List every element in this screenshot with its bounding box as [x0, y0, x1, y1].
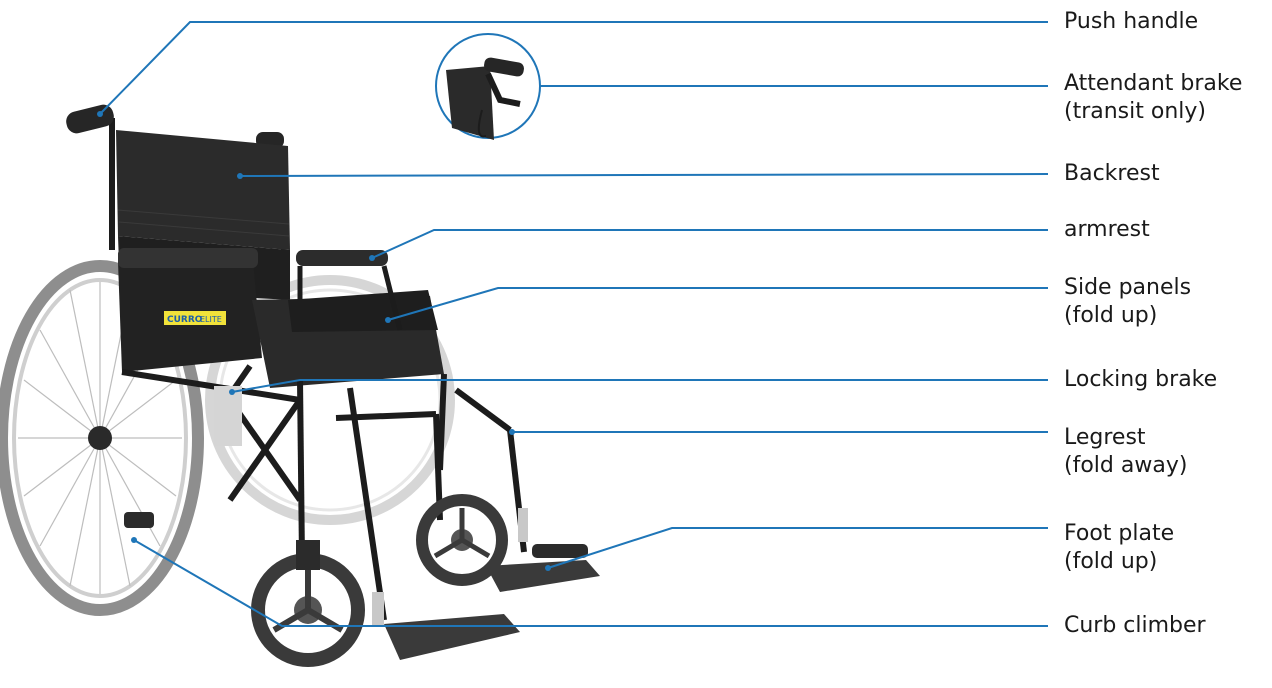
label-locking-brake-line1: Locking brake: [1064, 366, 1217, 394]
label-side-panels-line2: (fold up): [1064, 302, 1191, 330]
badge-brand: CURRO: [167, 315, 203, 325]
near-side-panel: CURRO ELITE: [118, 248, 262, 372]
wheelchair-illustration: CURRO ELITE: [2, 34, 600, 660]
badge-model: ELITE: [200, 315, 222, 324]
label-backrest-line1: Backrest: [1064, 160, 1160, 188]
leader-foot-plate: [548, 528, 1048, 568]
legrest-extension-far: [518, 508, 528, 542]
label-side-panels-line1: Side panels: [1064, 274, 1191, 302]
leader-backrest-dot: [237, 173, 243, 179]
label-locking-brake: Locking brake: [1064, 366, 1217, 394]
label-foot-plate-line1: Foot plate: [1064, 520, 1174, 548]
label-side-panels: Side panels (fold up): [1064, 274, 1191, 330]
leader-curb-climber-dot: [131, 537, 137, 543]
locking-brake-shape: [214, 366, 250, 446]
curb-climber-shape: [124, 512, 154, 528]
leader-locking-brake: [232, 380, 1048, 392]
leader-armrest-dot: [369, 255, 375, 261]
front-caster-near: [258, 540, 358, 660]
label-legrest: Legrest (fold away): [1064, 424, 1187, 480]
label-attendant-brake-line2: (transit only): [1064, 98, 1242, 126]
label-curb-climber: Curb climber: [1064, 612, 1206, 640]
legrest-extension: [372, 592, 384, 626]
label-foot-plate-line2: (fold up): [1064, 548, 1174, 576]
label-armrest: armrest: [1064, 216, 1150, 244]
leader-side-panels-dot: [385, 317, 391, 323]
label-armrest-line1: armrest: [1064, 216, 1150, 244]
leader-foot-plate-dot: [545, 565, 551, 571]
label-backrest: Backrest: [1064, 160, 1160, 188]
attendant-brake-inset: [436, 34, 540, 140]
label-legrest-line2: (fold away): [1064, 452, 1187, 480]
label-attendant-brake-line1: Attendant brake: [1064, 70, 1242, 98]
leader-armrest: [372, 230, 1048, 258]
leader-legrest-dot: [509, 429, 515, 435]
label-push-handle-line1: Push handle: [1064, 8, 1198, 36]
label-push-handle: Push handle: [1064, 8, 1198, 36]
label-foot-plate: Foot plate (fold up): [1064, 520, 1174, 576]
label-legrest-line1: Legrest: [1064, 424, 1187, 452]
leader-backrest: [240, 174, 1048, 176]
leader-push-handle: [100, 22, 1048, 114]
label-curb-climber-line1: Curb climber: [1064, 612, 1206, 640]
seat: [252, 290, 444, 388]
leader-locking-brake-dot: [229, 389, 235, 395]
label-attendant-brake: Attendant brake (transit only): [1064, 70, 1242, 126]
leader-push-handle-dot: [97, 111, 103, 117]
leader-side-panels: [388, 288, 1048, 320]
